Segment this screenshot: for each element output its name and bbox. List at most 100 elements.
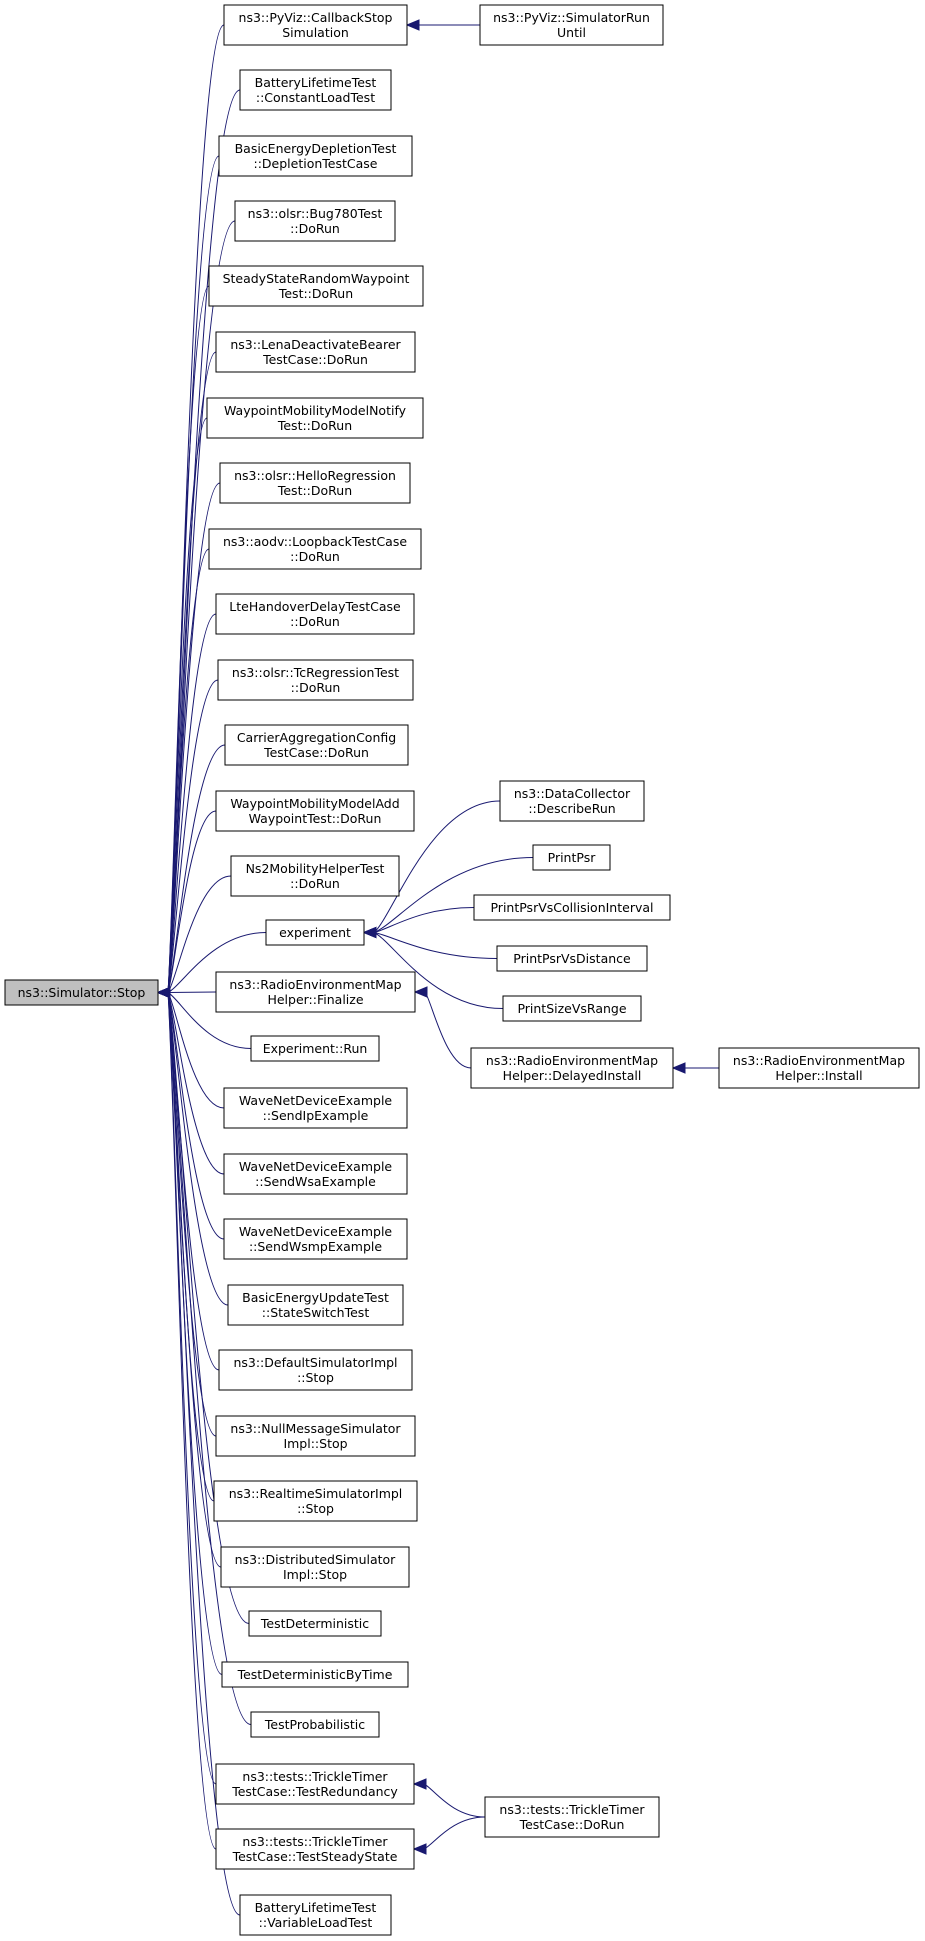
node-label: BatteryLifetimeTest [255, 1900, 377, 1915]
call-edge [167, 992, 225, 1109]
call-edge [373, 800, 501, 933]
node-experiment[interactable]: experiment [265, 919, 365, 946]
node-box [223, 1153, 408, 1195]
node-test-det-time[interactable]: TestDeterministicByTime [221, 1661, 409, 1688]
node-wave-ip[interactable]: WaveNetDeviceExample::SendIpExample [223, 1087, 408, 1129]
node-trickle-steady[interactable]: ns3::tests::TrickleTimerTestCase::TestSt… [215, 1828, 415, 1870]
node-box [215, 1763, 415, 1805]
node-basic-update[interactable]: BasicEnergyUpdateTest::StateSwitchTest [227, 1284, 404, 1326]
node-label: TestCase::TestSteadyState [232, 1849, 398, 1864]
node-box [215, 331, 416, 373]
node-box [223, 1218, 408, 1260]
node-olsr-tc[interactable]: ns3::olsr::TcRegressionTest::DoRun [217, 659, 414, 701]
arrowhead [405, 19, 420, 31]
node-rem-delayed[interactable]: ns3::RadioEnvironmentMapHelper::DelayedI… [470, 1047, 674, 1089]
node-label: Test::DoRun [277, 418, 352, 433]
node-test-det[interactable]: TestDeterministic [248, 1610, 382, 1637]
node-realtime-sim[interactable]: ns3::RealtimeSimulatorImpl::Stop [213, 1480, 418, 1522]
node-box [215, 1828, 415, 1870]
call-edge [167, 992, 217, 1850]
node-print-psr-dist[interactable]: PrintPsrVsDistance [496, 945, 648, 972]
node-box [239, 69, 392, 111]
node-label: Until [557, 25, 586, 40]
node-aodv-loopback[interactable]: ns3::aodv::LoopbackTestCase::DoRun [208, 528, 422, 570]
node-ns2-mobility[interactable]: Ns2MobilityHelperTest::DoRun [230, 855, 400, 897]
node-battery-const[interactable]: BatteryLifetimeTest::ConstantLoadTest [239, 69, 392, 111]
arrowhead [362, 926, 377, 939]
node-label: Helper::Finalize [267, 992, 363, 1007]
call-edge [167, 992, 252, 1725]
node-print-psr[interactable]: PrintPsr [532, 844, 611, 871]
node-wave-wsa[interactable]: WaveNetDeviceExample::SendWsaExample [223, 1153, 408, 1195]
node-label: Test::DoRun [278, 286, 353, 301]
call-edge [167, 810, 217, 993]
node-olsr-bug780[interactable]: ns3::olsr::Bug780Test::DoRun [234, 200, 396, 242]
node-battery-var[interactable]: BatteryLifetimeTest::VariableLoadTest [239, 1894, 392, 1936]
arrowhead [156, 986, 171, 999]
node-label: ::SendIpExample [263, 1108, 369, 1123]
node-box [499, 780, 645, 822]
node-label: TestCase::DoRun [262, 352, 368, 367]
node-box [213, 1480, 418, 1522]
node-label: PrintPsrVsCollisionInterval [490, 900, 653, 915]
node-trickle-redundancy[interactable]: ns3::tests::TrickleTimerTestCase::TestRe… [215, 1763, 415, 1805]
node-box [215, 790, 415, 832]
node-label: ::DepletionTestCase [254, 156, 378, 171]
call-edge [167, 932, 267, 993]
node-label: ::DoRun [290, 876, 340, 891]
node-box [217, 659, 414, 701]
node-box [502, 995, 642, 1022]
node-basic-depletion[interactable]: BasicEnergyDepletionTest::DepletionTestC… [218, 135, 413, 177]
call-edge [167, 992, 225, 1240]
edges-layer [156, 19, 719, 1916]
node-lte-handover[interactable]: LteHandoverDelayTestCase::DoRun [215, 593, 415, 635]
call-edge [167, 992, 217, 1437]
node-label: ns3::RealtimeSimulatorImpl [229, 1486, 403, 1501]
node-test-prob[interactable]: TestProbabilistic [250, 1711, 380, 1738]
node-label: ::VariableLoadTest [259, 1915, 373, 1930]
node-label: WaveNetDeviceExample [239, 1224, 393, 1239]
node-box [234, 200, 396, 242]
call-edge [167, 417, 208, 993]
node-label: ns3::tests::TrickleTimer [242, 1769, 388, 1784]
node-box [496, 945, 648, 972]
node-label: WaveNetDeviceExample [239, 1093, 393, 1108]
arrowhead [412, 1843, 427, 1855]
node-root[interactable]: ns3::Simulator::Stop [4, 979, 159, 1006]
node-box [239, 1894, 392, 1936]
node-label: experiment [279, 925, 351, 940]
call-edge [373, 932, 504, 1009]
node-data-collector[interactable]: ns3::DataCollector::DescribeRun [499, 780, 645, 822]
node-wave-wsmp[interactable]: WaveNetDeviceExample::SendWsmpExample [223, 1218, 408, 1260]
node-box [221, 1661, 409, 1688]
node-box [223, 1087, 408, 1129]
call-edge [167, 992, 250, 1624]
node-label: ns3::RadioEnvironmentMap [733, 1053, 905, 1068]
node-label: TestCase::DoRun [519, 1817, 625, 1832]
node-label: ns3::LenaDeactivateBearer [230, 337, 401, 352]
node-default-sim[interactable]: ns3::DefaultSimulatorImpl::Stop [218, 1349, 413, 1391]
node-experiment-run[interactable]: Experiment::Run [250, 1035, 380, 1062]
node-box [473, 894, 671, 921]
node-label: ns3::PyViz::CallbackStop [239, 10, 393, 25]
node-label: WaypointMobilityModelAdd [230, 796, 399, 811]
node-print-psr-coll[interactable]: PrintPsrVsCollisionInterval [473, 894, 671, 921]
node-print-size-range[interactable]: PrintSizeVsRange [502, 995, 642, 1022]
arrowhead [412, 1778, 427, 1790]
node-box [718, 1047, 920, 1089]
node-waypoint-add[interactable]: WaypointMobilityModelAddWaypointTest::Do… [215, 790, 415, 832]
node-label: ns3::DistributedSimulator [235, 1552, 397, 1567]
node-box [250, 1711, 380, 1738]
